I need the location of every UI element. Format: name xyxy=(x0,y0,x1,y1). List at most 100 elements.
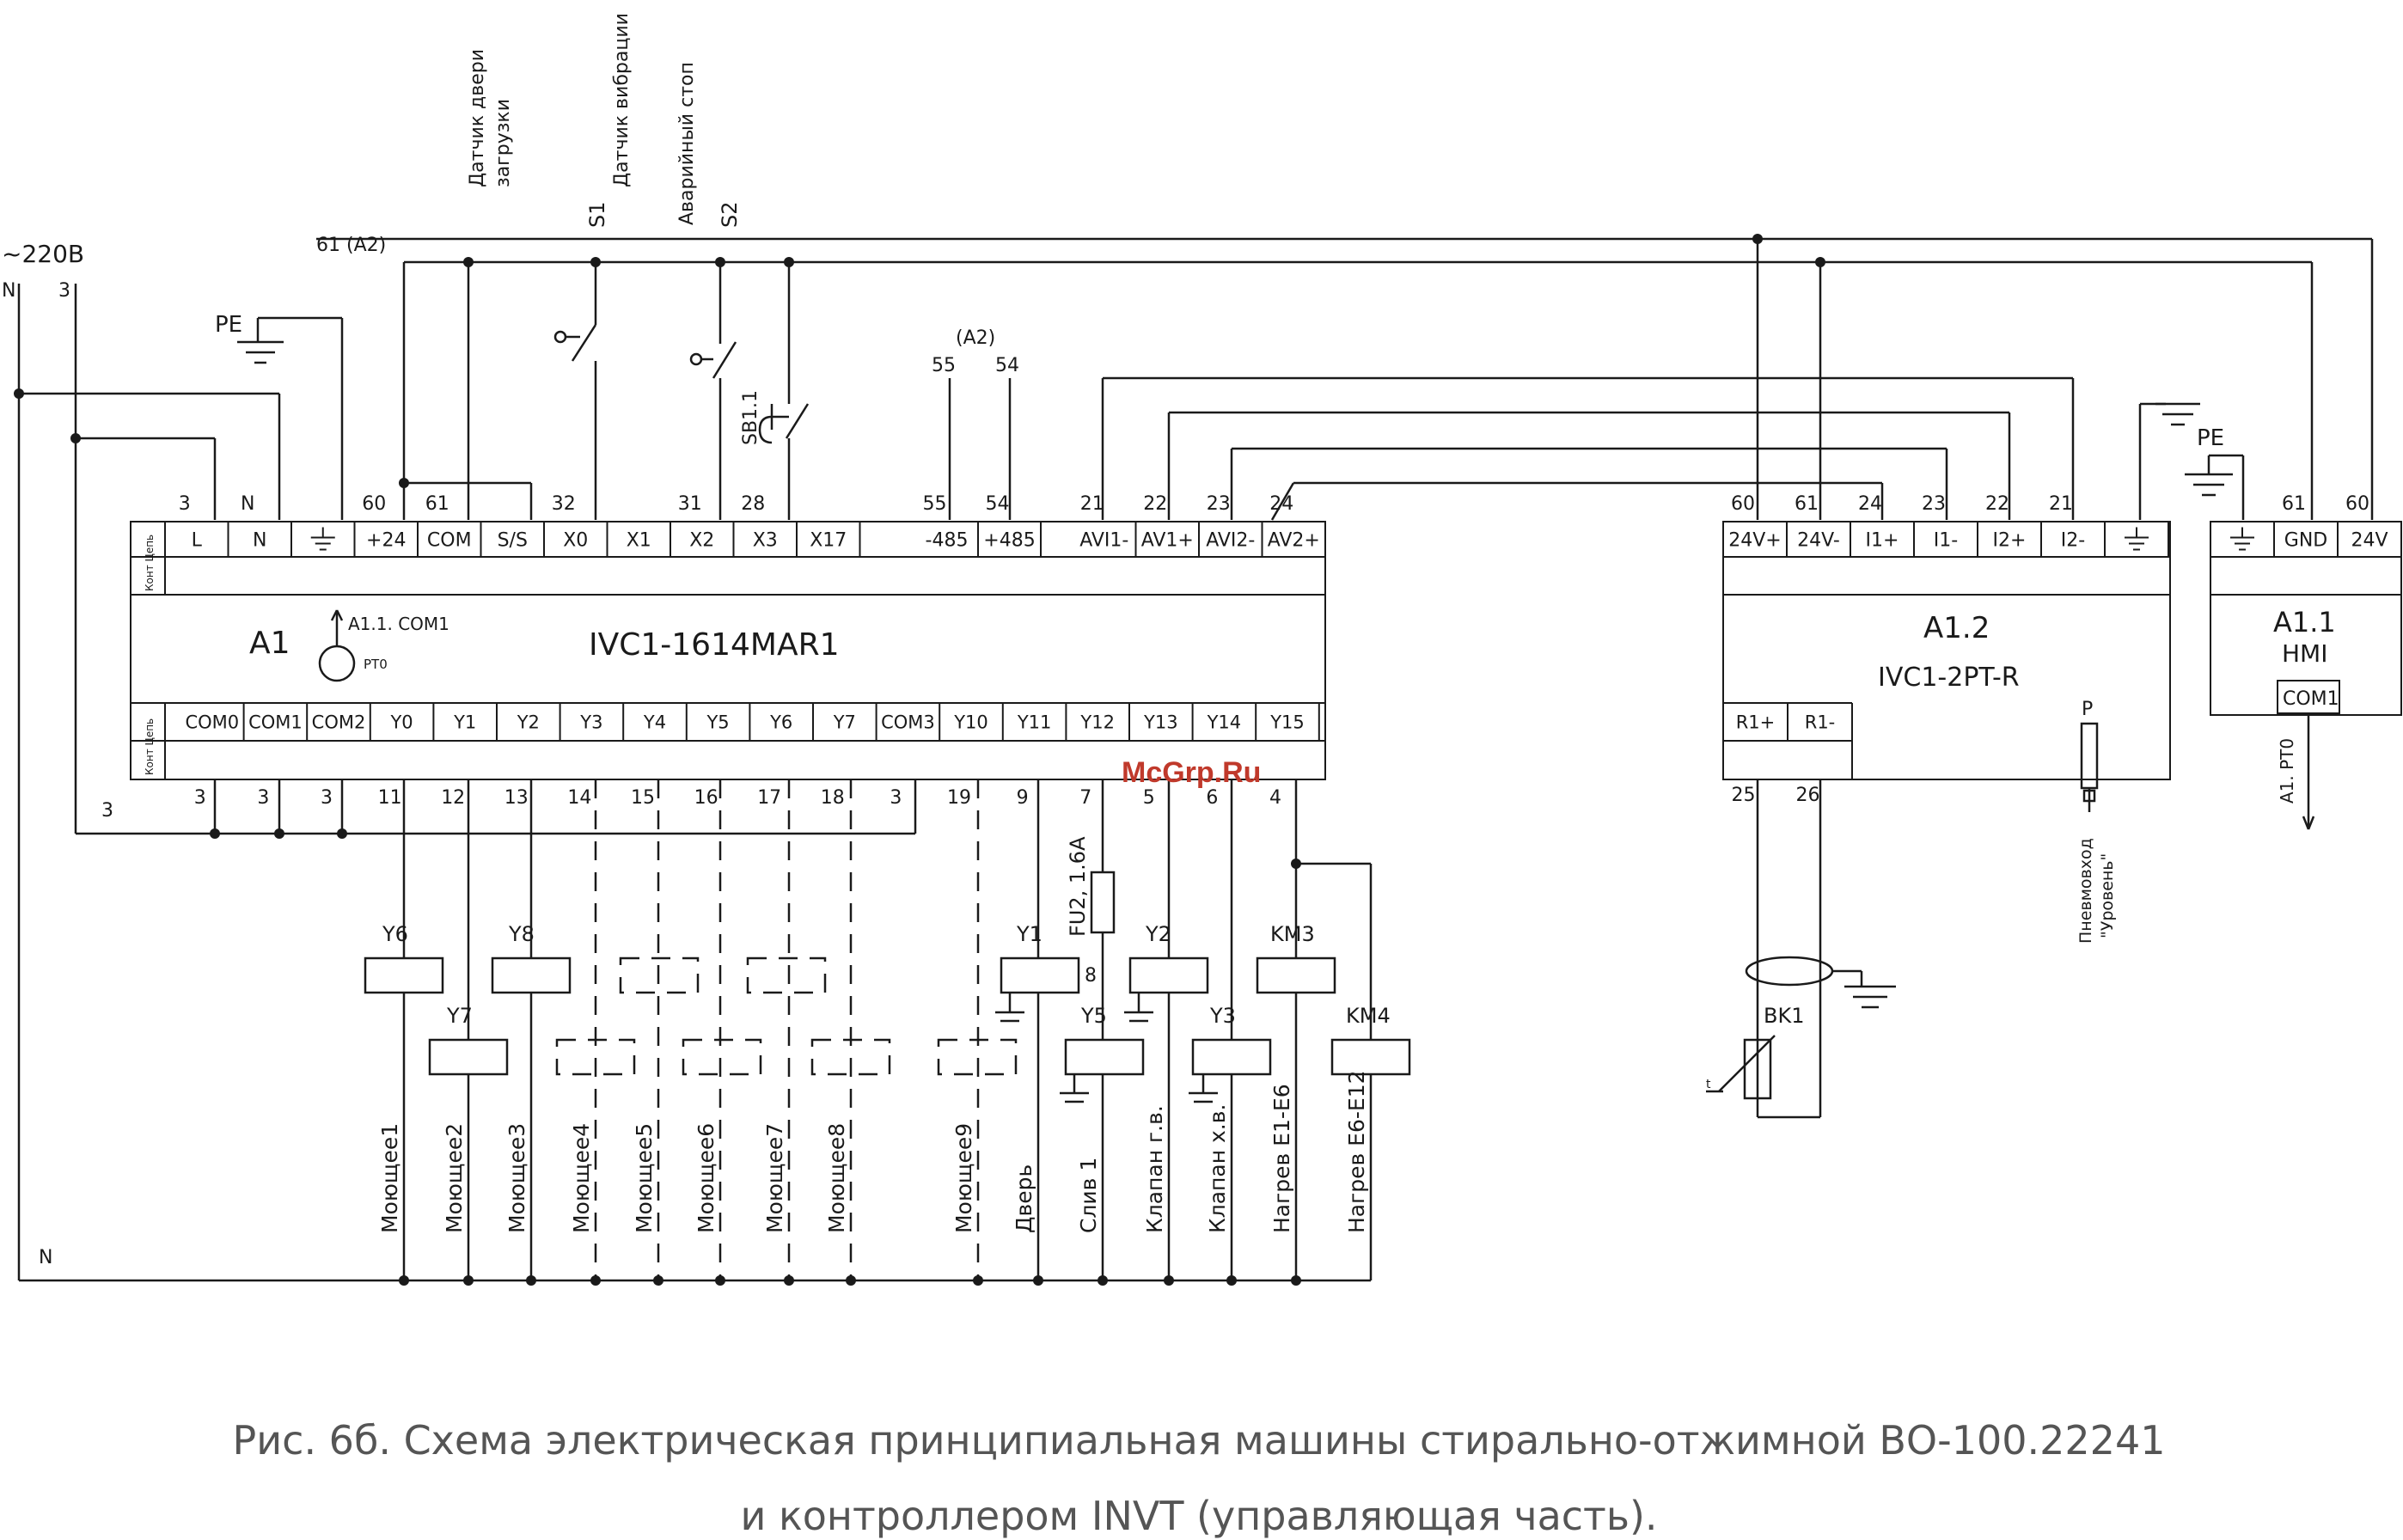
a1-bottom-terminal-label: Y14 xyxy=(1207,712,1242,733)
a1-bottom-terminal-label: Y5 xyxy=(706,712,729,733)
wire61-label: 61 (A2) xyxy=(316,235,386,256)
a11-top-wire-number: 61 xyxy=(2282,493,2306,515)
door-sensor-label: Датчик двери xyxy=(467,49,488,187)
a12-bottom-terminal-label: R1- xyxy=(1805,712,1836,733)
a1-bottom-wire-number: 15 xyxy=(631,787,655,809)
a11-name: A1.1 xyxy=(2273,606,2336,639)
a1-name: A1 xyxy=(249,626,290,661)
a1-analog-wire-number: 24 xyxy=(1269,493,1293,515)
a12-top-terminal-label: 24V+ xyxy=(1728,529,1781,551)
a12-top-wire-number: 24 xyxy=(1858,493,1882,515)
load-label: Клапан г.в. xyxy=(1142,1105,1167,1233)
a1-bottom-wire-number: 5 xyxy=(1143,787,1155,809)
a1-bottom-wire-number: 17 xyxy=(757,787,781,809)
pneumo-label: Пневмовход xyxy=(2076,838,2095,944)
load-label: Моющее3 xyxy=(504,1123,529,1233)
load-label: Моющее4 xyxy=(569,1123,594,1233)
a12-name: A1.2 xyxy=(1923,611,1990,645)
a1-bottom-wire-number: 6 xyxy=(1206,787,1218,809)
door-sensor-label-2: загрузки xyxy=(492,99,514,187)
a12-bottom-wire-number: 26 xyxy=(1796,785,1820,806)
a1-top-terminal-label: X3 xyxy=(753,529,778,551)
a1-top-wire-number: 60 xyxy=(362,493,386,515)
a1-analog-terminal-label: AV2+ xyxy=(1268,529,1320,551)
a1-bottom-terminal-label: COM2 xyxy=(312,712,366,733)
a12-top-terminal-label: 24V- xyxy=(1797,529,1840,551)
a1-rs485-terminal-label: +485 xyxy=(983,529,1035,551)
emergency-stop-label: Аварийный стоп xyxy=(676,62,698,225)
a1-bottom-wire-number: 3 xyxy=(890,787,902,809)
watermark: McGrp.Ru xyxy=(1122,756,1261,789)
coil-label: Y8 xyxy=(508,922,535,946)
coil-label: Y2 xyxy=(1145,922,1171,946)
a1-row-label-top: Конт Цепь xyxy=(144,535,156,591)
a1-top-terminal-label: X2 xyxy=(689,529,714,551)
a1-bottom-terminal-label: Y7 xyxy=(833,712,856,733)
a1-bottom-wire-number: 3 xyxy=(257,787,269,809)
load-label: Нагрев Е6-Е12 xyxy=(1344,1070,1369,1233)
supply-label: ~220В xyxy=(2,240,84,268)
a1-top-terminal-label: N xyxy=(253,529,266,551)
a1-bottom-terminal-label: Y13 xyxy=(1143,712,1178,733)
a1-bottom-terminal-label: Y15 xyxy=(1269,712,1305,733)
a1-top-terminal-label: L xyxy=(192,529,203,551)
a1-bottom-terminal-label: Y4 xyxy=(643,712,666,733)
a1-bottom-wire-number: 12 xyxy=(441,787,465,809)
coil-label: KM3 xyxy=(1270,922,1315,946)
a1-model: IVC1-1614MAR1 xyxy=(589,627,840,663)
coil-label: Y7 xyxy=(446,1004,473,1028)
load-label: Моющее5 xyxy=(632,1123,657,1233)
load-label: Моющее6 xyxy=(694,1123,718,1233)
wire55-label: 55 xyxy=(932,355,956,376)
a1-bottom-terminal-label: Y1 xyxy=(453,712,476,733)
a1-rs485-terminal-label: -485 xyxy=(926,529,969,551)
a1-bottom-wire-number: 3 xyxy=(321,787,333,809)
a1-bottom-terminal-label: Y3 xyxy=(579,712,602,733)
a1-top-wire-number: 32 xyxy=(552,493,576,515)
load-label: Моющее8 xyxy=(824,1123,849,1233)
a1-top-terminal-label: X0 xyxy=(563,529,588,551)
three-label: 3 xyxy=(58,280,70,302)
load-label: Дверь xyxy=(1012,1164,1036,1233)
a11-top-wire-number: 60 xyxy=(2345,493,2369,515)
a1-top-wire-number: N xyxy=(241,493,254,515)
a1-top-wire-number: 28 xyxy=(741,493,765,515)
a1-analog-wire-number: 23 xyxy=(1207,493,1231,515)
a1-row-label-bottom: Конт Цепь xyxy=(144,718,156,775)
a11-top-terminal-label: GND xyxy=(2284,529,2327,551)
a1-bottom-wire-number: 4 xyxy=(1269,787,1281,809)
a1-bottom-terminal-label: Y0 xyxy=(389,712,413,733)
a1-top-wire-number: 3 xyxy=(179,493,191,515)
coil-label: Y3 xyxy=(1209,1004,1236,1028)
a12-top-terminal-label: I1- xyxy=(1934,529,1958,551)
coil-label: Y6 xyxy=(382,922,408,946)
load-label: Моющее9 xyxy=(951,1123,976,1233)
vibration-sensor-label: Датчик вибрации xyxy=(611,13,633,187)
a12-top-wire-number: 61 xyxy=(1795,493,1819,515)
a1-analog-wire-number: 21 xyxy=(1080,493,1104,515)
a11-arrow-label: A1. PT0 xyxy=(2277,738,2297,804)
a2-label: (A2) xyxy=(956,327,995,349)
a12-top-terminal-label: I2- xyxy=(2061,529,2085,551)
load-label: Слив 1 xyxy=(1076,1158,1101,1233)
load-label: Нагрев Е1-Е6 xyxy=(1269,1084,1294,1233)
a11-top-terminal-label: 24V xyxy=(2351,529,2388,551)
a12-top-wire-number: 23 xyxy=(1922,493,1946,515)
a1-bottom-terminal-label: Y11 xyxy=(1017,712,1052,733)
a1-bottom-terminal-label: COM3 xyxy=(881,712,935,733)
n-bottom-label: N xyxy=(39,1247,52,1268)
a1-bottom-terminal-label: COM0 xyxy=(185,712,239,733)
load-label: Клапан х.в. xyxy=(1205,1104,1230,1233)
a1-top-terminal-label: COM xyxy=(427,529,472,551)
t-label: t xyxy=(1706,1078,1711,1091)
a1-bottom-wire-number: 19 xyxy=(947,787,971,809)
fuse-wire-label: 8 xyxy=(1085,965,1097,987)
a1-bottom-terminal-label: Y2 xyxy=(517,712,540,733)
a12-top-terminal-label: I1+ xyxy=(1866,529,1899,551)
a1-analog-terminal-label: AVI2- xyxy=(1206,529,1255,551)
a1-rto: PT0 xyxy=(364,657,388,672)
fuse-label: FU2, 1.6A xyxy=(1066,836,1090,937)
a1-analog-terminal-label: AV1+ xyxy=(1141,529,1194,551)
caption-line-2: и контроллером INVT (управляющая часть). xyxy=(740,1493,1657,1539)
